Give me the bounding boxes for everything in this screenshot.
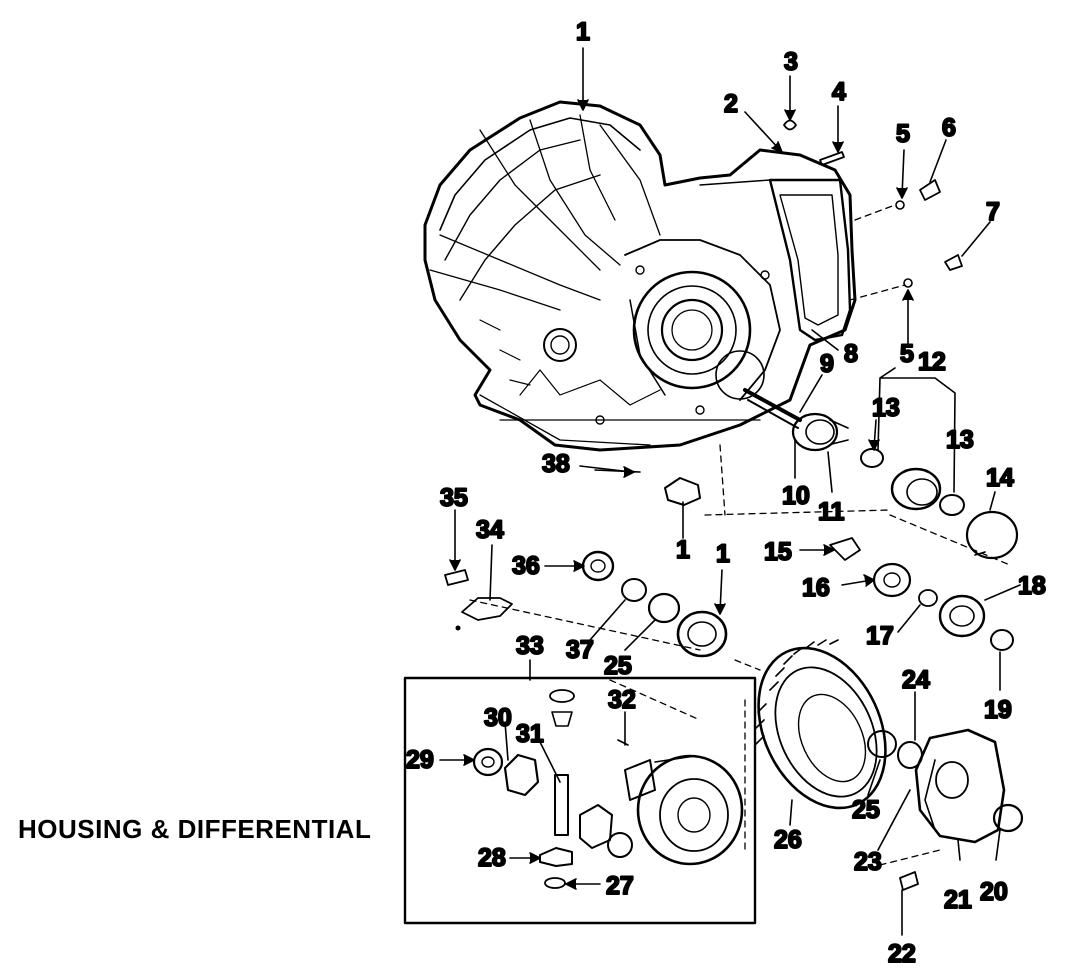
callout-5: 5 xyxy=(896,120,910,148)
callout-26: 26 xyxy=(774,826,802,854)
callout-38: 38 xyxy=(542,450,570,478)
callout-1: 1 xyxy=(576,18,590,46)
callout-27: 27 xyxy=(606,872,634,900)
callout-30: 30 xyxy=(484,704,512,732)
callout-1: 1 xyxy=(676,536,690,564)
callout-21: 21 xyxy=(944,886,972,914)
ring-gear xyxy=(755,639,887,810)
callout-25: 25 xyxy=(852,796,880,824)
callout-2: 2 xyxy=(724,90,738,118)
callout-14: 14 xyxy=(986,464,1014,492)
callout-12: 12 xyxy=(918,348,946,376)
callout-37: 37 xyxy=(566,636,594,664)
axle-shaft xyxy=(743,388,849,452)
callout-labels: 1 2 3 4 5 6 7 8 5 9 12 13 13 14 38 10 11… xyxy=(405,17,1047,969)
callout-32: 32 xyxy=(608,686,636,714)
callout-29: 29 xyxy=(406,746,434,774)
callout-10: 10 xyxy=(782,482,810,510)
transaxle-housing xyxy=(423,100,857,452)
left-mid-parts xyxy=(444,444,728,658)
callout-3: 3 xyxy=(784,48,798,76)
leader-lines xyxy=(439,47,1021,936)
callout-24: 24 xyxy=(902,666,930,694)
callout-22: 22 xyxy=(888,940,916,968)
callout-19: 19 xyxy=(984,696,1012,724)
callout-4: 4 xyxy=(832,78,846,106)
diagram-caption: HOUSING & DIFFERENTIAL xyxy=(18,814,372,844)
right-bearing-cluster xyxy=(704,448,1019,651)
callout-33: 33 xyxy=(516,632,544,660)
callout-5: 5 xyxy=(900,340,914,368)
callout-16: 16 xyxy=(802,574,830,602)
callout-23: 23 xyxy=(854,848,882,876)
callout-20: 20 xyxy=(980,878,1008,906)
callout-25: 25 xyxy=(604,652,632,680)
callout-15: 15 xyxy=(764,538,792,566)
callout-11: 11 xyxy=(818,498,845,526)
callout-31: 31 xyxy=(516,720,544,748)
callout-9: 9 xyxy=(820,350,834,378)
callout-28: 28 xyxy=(478,844,506,872)
callout-17: 17 xyxy=(866,622,894,650)
callout-13: 13 xyxy=(946,426,974,454)
diff-side-housing xyxy=(867,728,1024,891)
callout-7: 7 xyxy=(986,198,1000,226)
callout-6: 6 xyxy=(942,114,956,142)
callout-36: 36 xyxy=(512,552,540,580)
differential-box xyxy=(403,659,761,925)
callout-8: 8 xyxy=(844,340,858,368)
callout-35: 35 xyxy=(440,484,468,512)
callout-13: 13 xyxy=(872,394,900,422)
callout-34: 34 xyxy=(476,516,504,544)
callout-1: 1 xyxy=(716,540,730,568)
callout-18: 18 xyxy=(1018,572,1046,600)
top-hardware xyxy=(783,119,963,301)
